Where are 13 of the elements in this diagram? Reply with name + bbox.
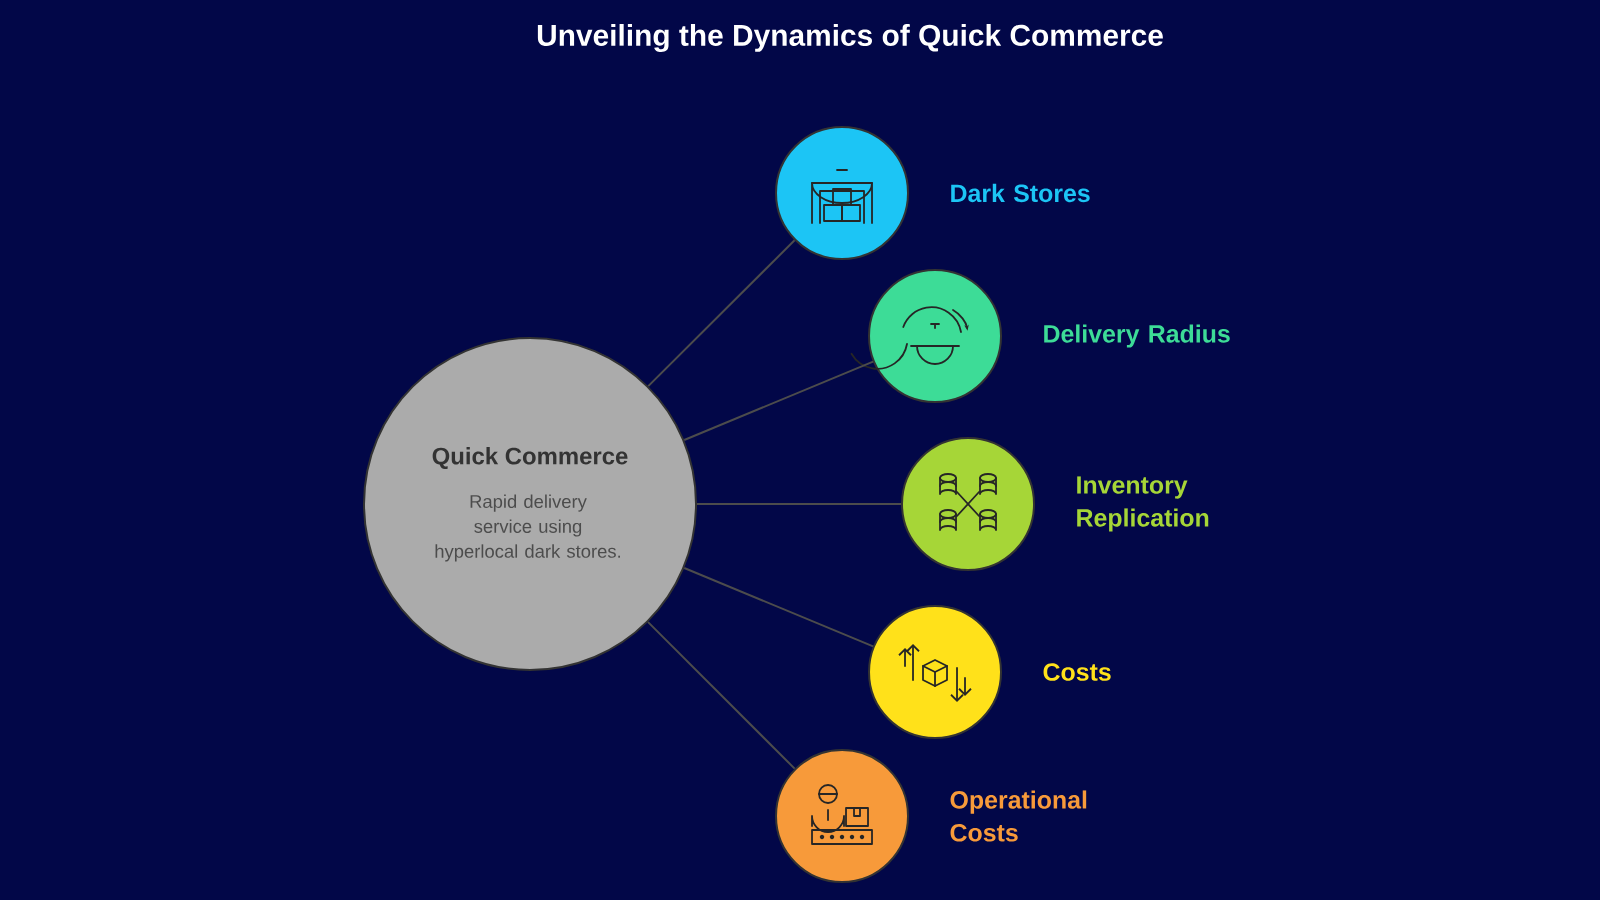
connector-line	[696, 503, 902, 505]
category-label: Dark Stores	[951, 183, 1090, 203]
connector-line	[647, 621, 796, 770]
category-label: Operational Costs	[950, 790, 1087, 842]
heading: Quick Commerce	[432, 447, 628, 469]
connector-line	[647, 239, 796, 388]
connector-line	[683, 567, 875, 648]
connector-line	[683, 360, 875, 441]
description: Rapid delivery service using hyperlocal dark stores.	[435, 494, 620, 562]
category-label: Costs	[1043, 663, 1111, 681]
category-label: Inventory Replication	[1077, 476, 1209, 532]
category-label: Delivery Radius	[1044, 324, 1230, 348]
title: Unveiling the Dynamics of Quick Commerce	[537, 24, 1163, 52]
